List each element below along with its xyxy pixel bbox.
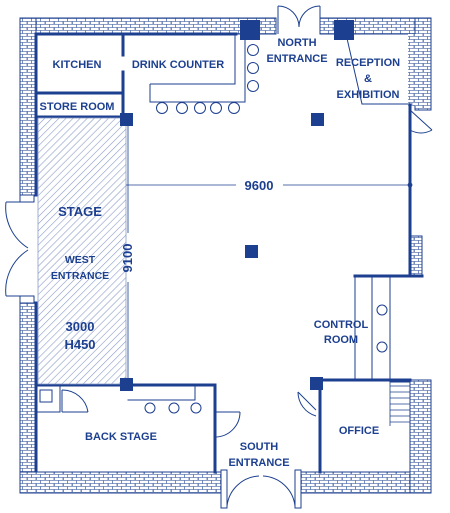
reception-label-3: EXHIBITION (337, 89, 400, 101)
west-entrance-label-1: WEST (65, 254, 96, 266)
office-label: OFFICE (339, 425, 379, 437)
south-entrance-label-1: SOUTH (240, 441, 279, 453)
width-dimension: 9600 (245, 178, 274, 193)
store-room-label: STORE ROOM (40, 101, 115, 113)
drink-counter (149, 34, 259, 114)
stage-area (37, 117, 127, 385)
reception-label-2: & (364, 73, 372, 85)
dimension-labels: 9600 9100 (120, 178, 273, 272)
kitchen-label: KITCHEN (53, 59, 102, 71)
south-entrance-label-2: ENTRANCE (228, 457, 289, 469)
north-entrance-label-1: NORTH (277, 37, 316, 49)
control-room-seats (376, 304, 388, 353)
stage-size-label: 3000 (66, 319, 95, 334)
control-room-label-2: ROOM (324, 334, 358, 346)
reception-label-1: RECEPTION (336, 57, 400, 69)
dimension-lines (126, 118, 413, 378)
stage-label: STAGE (58, 204, 102, 219)
stage-height-label: H450 (64, 337, 95, 352)
backstage-fixtures (39, 389, 202, 414)
depth-dimension: 9100 (120, 244, 135, 273)
control-room-label-1: CONTROL (314, 319, 369, 331)
doors (5, 5, 433, 509)
west-entrance-label-2: ENTRANCE (51, 270, 109, 282)
stairs (389, 382, 410, 426)
columns (120, 20, 354, 391)
north-entrance-label-2: ENTRANCE (266, 53, 327, 65)
drink-counter-label: DRINK COUNTER (132, 59, 224, 71)
room-labels: KITCHEN DRINK COUNTER NORTH ENTRANCE REC… (40, 37, 401, 469)
back-stage-label: BACK STAGE (85, 431, 157, 443)
